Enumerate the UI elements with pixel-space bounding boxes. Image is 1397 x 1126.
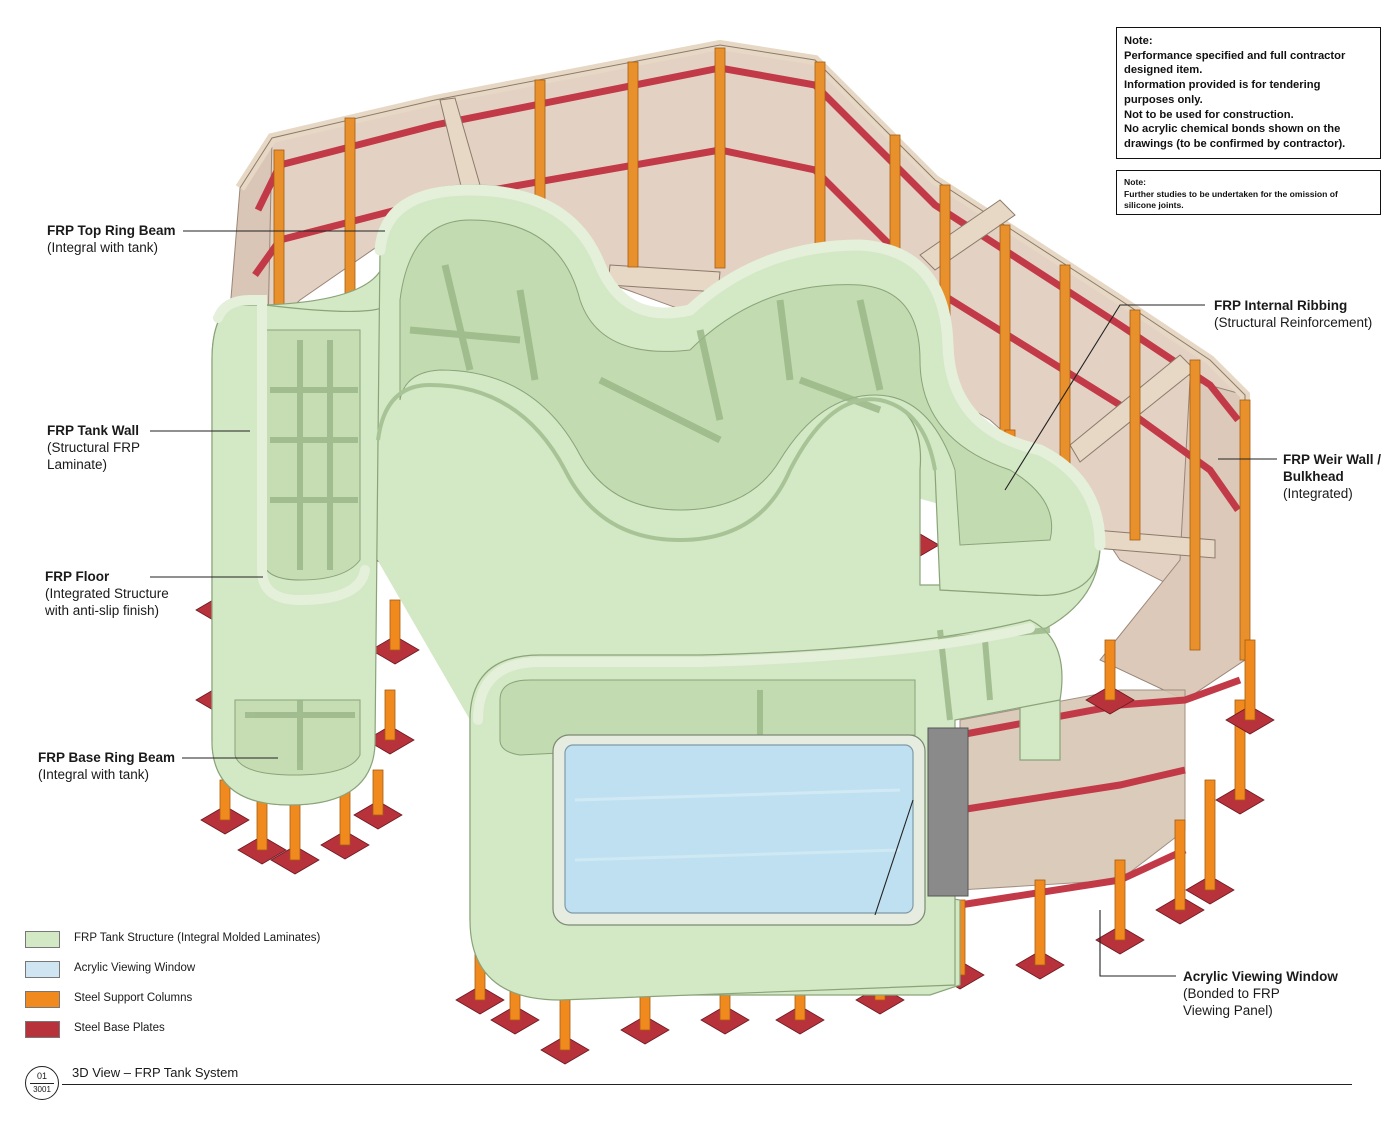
legend-swatch-frp bbox=[25, 931, 60, 948]
title-underline bbox=[62, 1084, 1352, 1085]
steel-support-column bbox=[1244, 639, 1256, 721]
central-rib bbox=[598, 376, 722, 444]
enclosure-post bbox=[344, 117, 356, 319]
note-line: Not to be used for construction. bbox=[1124, 108, 1294, 121]
legend-label: Acrylic Viewing Window bbox=[74, 962, 196, 974]
weir-wall-grey-panel bbox=[927, 727, 969, 897]
steel-support-column bbox=[1034, 879, 1046, 966]
note-line: Note: bbox=[1124, 35, 1153, 47]
steel-support-column bbox=[384, 689, 396, 741]
frp-tank-body bbox=[211, 184, 1106, 1001]
callout-title: FRP Base Ring Beam bbox=[38, 750, 176, 765]
central-rib bbox=[409, 326, 521, 344]
steel-support-column bbox=[1114, 859, 1126, 941]
steel-support-column bbox=[339, 789, 351, 846]
legend-label: Steel Base Plates bbox=[74, 1022, 165, 1034]
frp-central-wave-inner-floor bbox=[399, 219, 1053, 546]
legend-swatch-acrylic bbox=[25, 961, 60, 978]
acrylic-viewing-window bbox=[564, 744, 914, 914]
central-rib bbox=[516, 289, 539, 381]
leader-acrylic-window bbox=[1099, 910, 1176, 977]
note-line: Note: bbox=[1124, 177, 1146, 187]
steel-support-column bbox=[372, 769, 384, 816]
view-number: 01 bbox=[36, 1071, 47, 1081]
note-line: No acrylic chemical bonds shown on the bbox=[1124, 123, 1341, 136]
frp-front-tank-rim bbox=[473, 623, 1035, 725]
steel-support-column bbox=[289, 799, 301, 861]
callout-title: FRP Weir Wall / bbox=[1283, 452, 1382, 467]
note-line: silicone joints. bbox=[1124, 200, 1184, 210]
enclosure-post bbox=[1189, 359, 1201, 651]
steel-support-column bbox=[1174, 819, 1186, 911]
front-mid-red-beam bbox=[959, 766, 1186, 814]
legend-label: Steel Support Columns bbox=[74, 992, 193, 1004]
callout-title: FRP Floor bbox=[45, 569, 110, 584]
callout-sub: Viewing Panel) bbox=[1183, 1003, 1273, 1018]
callout-tank-wall: FRP Tank Wall (Structural FRP Laminate) bbox=[47, 422, 140, 473]
enclosure-post bbox=[814, 61, 826, 263]
callout-sub: (Bonded to FRP bbox=[1183, 986, 1280, 1001]
frp-top-ring-beam bbox=[374, 184, 1106, 551]
callout-title: FRP Internal Ribbing bbox=[1214, 298, 1348, 313]
note-line: purposes only. bbox=[1124, 93, 1203, 106]
enclosure-post bbox=[1129, 309, 1141, 541]
callout-title: Acrylic Viewing Window bbox=[1183, 969, 1338, 984]
sheet-number: 3001 bbox=[33, 1085, 51, 1094]
enclosure-post bbox=[1239, 399, 1251, 661]
callout-sub: with anti-slip finish) bbox=[45, 603, 160, 618]
enclosure-post bbox=[999, 224, 1011, 466]
front-tank-rib bbox=[982, 639, 993, 701]
callout-weir-wall: FRP Weir Wall / Bulkhead (Integrated) bbox=[1283, 451, 1381, 502]
note-line: Information provided is for tendering bbox=[1124, 79, 1321, 92]
note-line: Further studies to be undertaken for the… bbox=[1124, 188, 1338, 199]
frp-base-ring-beam bbox=[376, 382, 937, 543]
callout-sub: (Integrated) bbox=[1283, 486, 1353, 501]
drawing-title-block: 01 3001 3D View – FRP Tank System bbox=[22, 1064, 1352, 1104]
callout-internal-ribbing: FRP Internal Ribbing (Structural Reinfor… bbox=[1214, 297, 1372, 331]
callout-title: FRP Top Ring Beam bbox=[47, 223, 176, 238]
callout-title-2: Bulkhead bbox=[1283, 469, 1344, 484]
legend-label: FRP Tank Structure (Integral Molded Lami… bbox=[74, 932, 321, 944]
legend-swatch-columns bbox=[25, 991, 60, 1008]
enclosure-post bbox=[627, 61, 639, 268]
callout-top-ring-beam: FRP Top Ring Beam (Integral with tank) bbox=[47, 222, 176, 256]
steel-support-column bbox=[1204, 779, 1216, 891]
frp-left-arm-rim bbox=[213, 295, 370, 606]
note-line: designed item. bbox=[1124, 64, 1203, 77]
central-rib bbox=[776, 299, 794, 381]
note-line: drawings (to be confirmed by contractor)… bbox=[1124, 137, 1346, 150]
enclosure-post bbox=[273, 149, 285, 331]
performance-note-box: Note: Performance specified and full con… bbox=[1116, 27, 1381, 159]
steel-support-column bbox=[389, 599, 401, 651]
callout-sub: (Integrated Structure bbox=[45, 586, 169, 601]
steel-support-column bbox=[1104, 639, 1116, 701]
central-rib bbox=[798, 376, 882, 414]
callout-base-ring-beam: FRP Base Ring Beam (Integral with tank) bbox=[38, 749, 175, 783]
callout-title: FRP Tank Wall bbox=[47, 423, 140, 438]
callout-sub: (Structural FRP bbox=[47, 440, 141, 455]
callout-acrylic-window: Acrylic Viewing Window (Bonded to FRP Vi… bbox=[1183, 968, 1338, 1019]
note-line: Performance specified and full contracto… bbox=[1124, 49, 1346, 62]
enclosure-post bbox=[714, 47, 726, 269]
central-rib bbox=[441, 264, 474, 371]
central-rib bbox=[856, 299, 884, 391]
silicone-joint-note-box: Note: Further studies to be undertaken f… bbox=[1116, 170, 1381, 215]
bubble-divider bbox=[30, 1083, 54, 1084]
view-title: 3D View – FRP Tank System bbox=[72, 1065, 239, 1080]
callout-sub: (Integral with tank) bbox=[38, 767, 150, 782]
callout-sub: (Integral with tank) bbox=[47, 240, 159, 255]
legend-swatch-base-plates bbox=[25, 1021, 60, 1038]
callout-floor: FRP Floor (Integrated Structure with ant… bbox=[45, 568, 169, 619]
central-rib bbox=[696, 329, 724, 421]
view-reference-bubble: 01 3001 bbox=[25, 1066, 59, 1100]
frp-left-arm-inner bbox=[261, 329, 361, 581]
callout-sub: (Structural Reinforcement) bbox=[1214, 315, 1373, 330]
steel-support-column bbox=[1234, 699, 1246, 801]
callout-sub: Laminate) bbox=[47, 457, 108, 472]
leader-internal-ribbing bbox=[1004, 304, 1205, 491]
leader-acrylic-window-2 bbox=[874, 799, 914, 916]
